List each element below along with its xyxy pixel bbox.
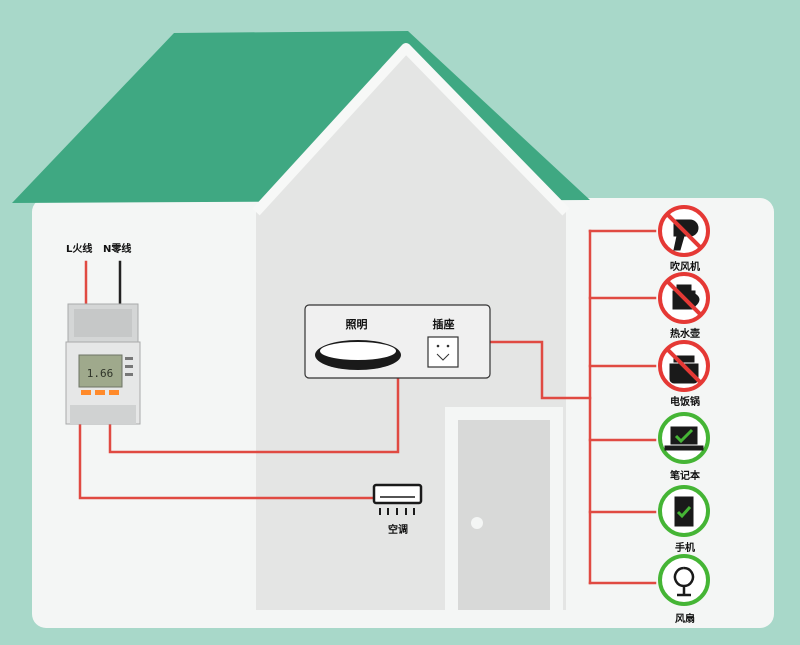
prohibited-slash [665,279,703,317]
appliance-label: 电饭锅 [670,397,700,408]
prohibited-slash [665,212,703,250]
svg-text:1.66: 1.66 [87,367,114,380]
hair-dryer-icon [658,205,710,257]
meter-lcd [78,354,123,388]
appliance-badges [658,205,710,606]
laptop-icon [658,412,710,464]
rice-cooker-icon [658,340,710,392]
meter-button[interactable] [95,390,105,395]
appliance-label: 热水壶 [670,329,700,340]
lighting-circuit-wire [108,376,400,454]
aircon-label: 空调 [388,525,408,536]
door-knob [471,517,483,529]
kettle-icon [658,272,710,324]
appliance-label: 风扇 [675,614,695,625]
gable-edge [252,43,570,216]
appliance-label: 吹风机 [670,262,700,273]
meter-button[interactable] [109,390,119,395]
neutral-wire-label: N零线 [103,244,132,255]
wiring [78,229,657,585]
meter-button[interactable] [81,390,91,395]
prohibited-slash [665,347,703,385]
appliance-label: 笔记本 [670,471,700,482]
air-conditioner-icon [372,483,423,515]
appliance-label: 手机 [675,543,695,554]
socket-label: 插座 [432,318,455,331]
phone-icon [658,485,710,537]
socket-icon [427,336,459,368]
live-wire-label: L火线 [66,244,93,255]
lighting-label: 照明 [345,318,368,331]
energy-meter: 1.66 [65,303,141,425]
fan-icon [658,554,710,606]
socket-circuit-wire [488,340,592,400]
door[interactable] [458,420,550,610]
aircon-circuit-wire [78,423,374,500]
